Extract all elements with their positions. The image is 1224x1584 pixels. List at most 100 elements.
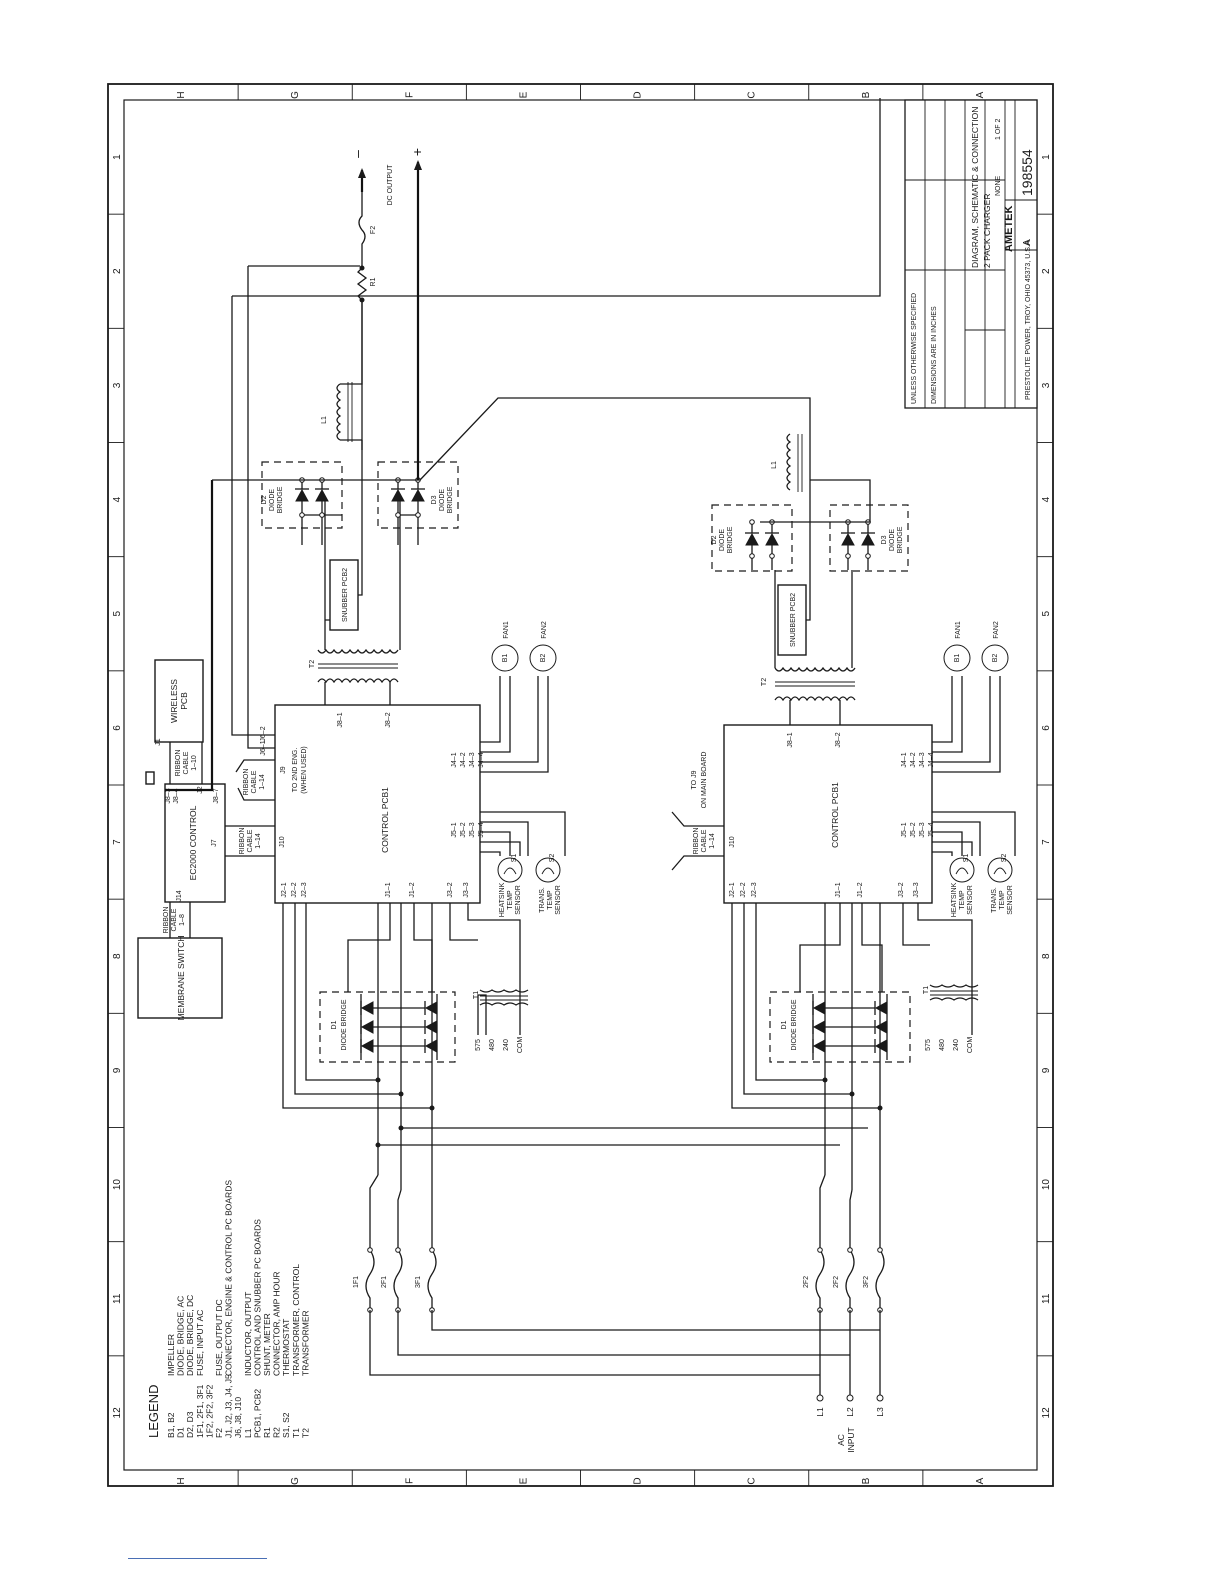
fuse-label: 2F2 <box>803 1276 810 1288</box>
ribbon-1-14b-label-3: 1–14 <box>259 774 266 790</box>
zone-number-right: 11 <box>1041 1293 1052 1304</box>
zone-number-right: 9 <box>1041 1067 1052 1073</box>
right-snubber-label: SNUBBER PCB2 <box>790 593 797 647</box>
ribbon-1-10-label-3: 1–10 <box>191 755 198 771</box>
connector-pin-label: J5–2 <box>910 822 917 837</box>
legend-ref: T1 <box>291 1428 301 1438</box>
connector-pin-label: J5–3 <box>469 822 476 837</box>
right-d3-bridge-1: DIODE <box>889 529 896 552</box>
right-t2-label: T2 <box>761 678 768 686</box>
j14-label: J14 <box>176 890 183 901</box>
zone-letter-top: A <box>975 91 986 98</box>
j1-label: J1 <box>155 738 162 746</box>
zone-letter-top: D <box>633 91 644 98</box>
zone-letter-bottom: A <box>975 1477 986 1484</box>
legend-desc: SHUNT, METER <box>262 1313 272 1376</box>
right-d3-bridge-2: BRIDGE <box>897 526 904 553</box>
right-l1-label: L1 <box>771 461 778 469</box>
left-dc-diodes <box>295 477 425 545</box>
right-j2-1-label: J2–1 <box>729 882 736 897</box>
zone-letter-top: C <box>747 91 758 98</box>
connector-pin-label: J4–4 <box>478 752 485 767</box>
left-trans-1: TRANS. <box>539 887 546 913</box>
left-j3-2-label: J3–2 <box>447 882 454 897</box>
right-to-j9-2: ON MAIN BOARD <box>701 752 708 809</box>
left-j10-label: J10 <box>279 836 286 847</box>
left-d2-label: D2 <box>261 495 268 504</box>
legend-ref: F2 <box>214 1428 224 1438</box>
left-fan1-label: FAN1 <box>503 621 510 639</box>
left-j1-2-label: J1–2 <box>409 882 416 897</box>
zone-number-left: 2 <box>112 268 123 274</box>
right-j2-3-label: J2–3 <box>751 882 758 897</box>
diode <box>411 488 425 502</box>
right-fan-b2 <box>981 644 1009 672</box>
left-b2-label: B2 <box>540 654 547 663</box>
zone-number-left: 11 <box>112 1293 123 1304</box>
zone-letter-top: E <box>518 91 529 98</box>
diode <box>745 532 759 546</box>
zone-number-right: 7 <box>1041 839 1052 845</box>
connector-pin-label: J4–4 <box>928 752 935 767</box>
left-j8-2-label: J8–2 <box>385 712 392 727</box>
legend-desc: THERMOSTAT <box>281 1319 291 1376</box>
ac-input-label-1: AC <box>836 1434 846 1446</box>
legend-ref: R2 <box>272 1427 282 1438</box>
j7-label: J7 <box>211 839 218 847</box>
zone-number-left: 3 <box>112 382 123 388</box>
right-d2-bridge-2: BRIDGE <box>727 526 734 553</box>
zone-letter-top: G <box>290 91 301 99</box>
fuse-label: 3F1 <box>415 1276 422 1288</box>
left-d1-bridge-box <box>319 991 456 1063</box>
left-j2-3-label: J2–3 <box>301 882 308 897</box>
ribbon-1-14a-label-1: RIBBON <box>239 828 246 855</box>
right-fan1-label: FAN1 <box>955 621 962 639</box>
diode <box>360 1039 374 1053</box>
legend-ref: 1F2, 2F2, 3F2 <box>204 1384 214 1438</box>
zone-number-right: 10 <box>1041 1179 1052 1191</box>
left-thermostat-s2 <box>535 857 561 883</box>
right-s1-label: S1 <box>963 854 970 863</box>
wireless-label-1: WIRELESS <box>169 679 179 723</box>
zone-number-right: 1 <box>1041 154 1052 160</box>
right-heatsink-1: HEATSINK <box>951 882 958 917</box>
legend-desc: CONTROL AND SNUBBER PC BOARDS <box>252 1219 262 1376</box>
right-dc-diodes <box>745 519 875 570</box>
right-heatsink-2: TEMP <box>959 890 966 910</box>
ribbon-1-14a-label-3: 1–14 <box>255 833 262 849</box>
zone-number-left: 1 <box>112 154 123 160</box>
right-fan-b1 <box>943 644 971 672</box>
zone-letter-bottom: G <box>290 1477 301 1485</box>
left-t2-label: T2 <box>309 660 316 668</box>
fuse-symbol <box>393 1249 403 1310</box>
diode <box>315 488 329 502</box>
right-j2-2-label: J2–2 <box>740 882 747 897</box>
legend-desc: INDUCTOR, OUTPUT <box>243 1292 253 1376</box>
zone-number-left: 10 <box>112 1179 123 1191</box>
right-d1-label: D1 <box>781 1020 788 1029</box>
right-t1-label: T1 <box>923 986 930 994</box>
legend-desc: IMPELLER <box>166 1334 176 1376</box>
left-fan2-label: FAN2 <box>541 621 548 639</box>
left-d3-label: D3 <box>431 495 438 504</box>
legend-ref: PCB1, PCB2 <box>252 1389 262 1438</box>
connector-pin-label: J4–3 <box>919 752 926 767</box>
legend-desc: FUSE, INPUT AC <box>195 1310 205 1376</box>
zone-letter-bottom: C <box>747 1477 758 1484</box>
right-thermostat-s1 <box>949 857 975 883</box>
spec-note-1: UNLESS OTHERWISE SPECIFIED <box>911 293 918 404</box>
ac-line-l2: L2 <box>845 1407 855 1417</box>
j9-label: J9 <box>280 766 287 774</box>
zone-number-left: 9 <box>112 1067 123 1073</box>
transformer-tap-label: 480 <box>489 1039 496 1051</box>
right-trans-2: TEMP <box>999 890 1006 910</box>
f2-label: F2 <box>370 226 377 234</box>
ribbon-1-8-label-3: 1–8 <box>179 914 186 926</box>
drawing-title-line-1: DIAGRAM, SCHEMATIC & CONNECTION <box>970 107 980 268</box>
legend-ref: R1 <box>262 1427 272 1438</box>
legend-ref: J6, J8, J10 <box>233 1397 243 1438</box>
connector-pin-label: J4–1 <box>451 752 458 767</box>
